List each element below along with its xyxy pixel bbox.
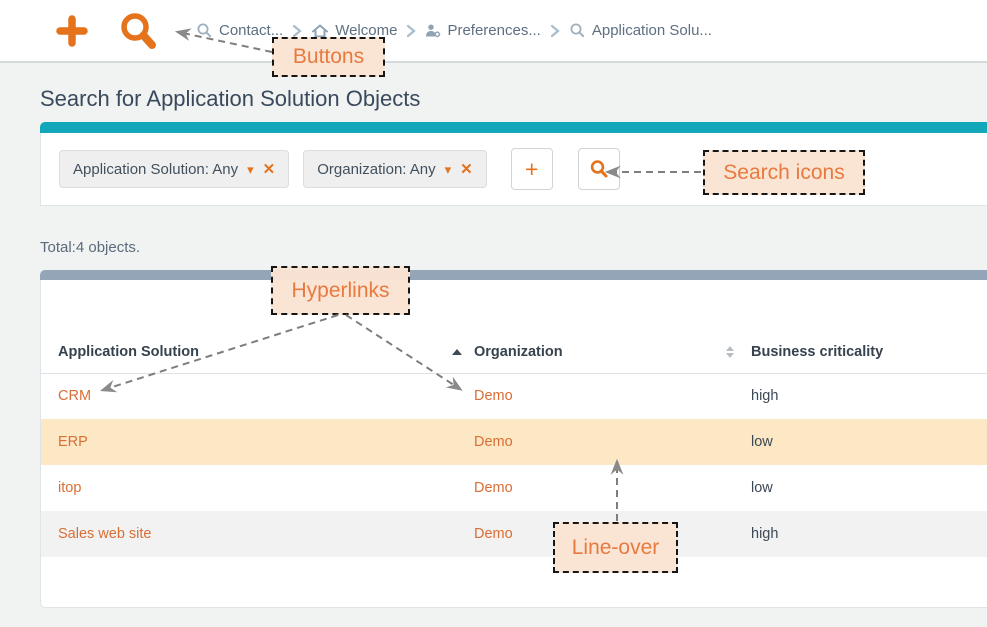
remove-filter-icon[interactable]: ✕	[262, 160, 276, 178]
table-row[interactable]: Sales web site Demo high	[41, 511, 987, 557]
application-solution-link[interactable]: CRM	[58, 388, 92, 405]
chevron-right-icon	[406, 24, 417, 38]
filter-chip-label: Organization: Any	[317, 160, 436, 178]
search-icon	[197, 23, 212, 38]
panel-accent-bar	[40, 122, 987, 133]
plus-icon: +	[525, 155, 539, 182]
breadcrumb-label: Application Solu...	[591, 22, 712, 39]
business-criticality-value: low	[751, 480, 773, 496]
organization-link[interactable]: Demo	[474, 388, 513, 405]
breadcrumb-label: Preferences...	[447, 22, 541, 39]
annotation-search-icons: Search icons	[703, 150, 865, 195]
panel-top-bar	[40, 270, 987, 280]
table-row[interactable]: itop Demo low	[41, 465, 987, 511]
column-header-organization[interactable]: Organization	[417, 280, 694, 374]
sort-ascending-icon[interactable]	[452, 348, 462, 355]
chevron-down-icon[interactable]: ▾	[444, 161, 452, 177]
home-icon	[312, 24, 329, 37]
column-header-business-criticality[interactable]: Business criticality	[694, 280, 987, 374]
business-criticality-value: high	[751, 526, 779, 542]
new-object-button[interactable]	[56, 15, 88, 52]
plus-icon	[56, 15, 88, 47]
column-header-label: Organization	[474, 343, 563, 360]
business-criticality-value: low	[751, 434, 773, 450]
annotation-line-over: Line-over	[553, 522, 678, 573]
chevron-right-icon	[292, 24, 302, 38]
add-criterion-button[interactable]: +	[510, 148, 553, 190]
application-solution-link[interactable]: ERP	[58, 434, 88, 450]
global-search-button[interactable]	[117, 10, 159, 57]
search-icon	[590, 160, 608, 178]
table-row[interactable]: CRM Demo high	[41, 373, 987, 419]
breadcrumb-item-preferences[interactable]: Preferences...	[425, 22, 541, 39]
sort-icon[interactable]	[726, 345, 734, 358]
search-icon	[570, 23, 585, 38]
breadcrumb-item-contact[interactable]: Contact...	[196, 22, 283, 39]
user-gear-icon	[426, 24, 441, 38]
page-title: Search for Application Solution Objects	[40, 86, 421, 111]
column-header-label: Application Solution	[58, 343, 199, 360]
application-solution-link[interactable]: Sales web site	[58, 526, 152, 542]
breadcrumb-item-welcome[interactable]: Welcome	[311, 22, 397, 39]
results-table: Application Solution Organization Bus	[41, 280, 987, 557]
filter-chip-application-solution[interactable]: Application Solution: Any ▾ ✕	[59, 150, 290, 188]
breadcrumb-item-application-solution[interactable]: Application Solu...	[569, 22, 712, 39]
column-header-label: Business criticality	[751, 343, 884, 360]
chevron-right-icon	[550, 24, 560, 38]
results-panel: Application Solution Organization Bus	[40, 270, 987, 608]
organization-link[interactable]: Demo	[474, 526, 513, 542]
application-solution-link[interactable]: itop	[58, 480, 82, 496]
annotation-buttons: Buttons	[272, 37, 385, 77]
breadcrumb-label: Welcome	[335, 22, 398, 39]
filter-chip-label: Application Solution: Any	[73, 160, 239, 178]
top-toolbar: Contact... Welcome	[0, 0, 987, 63]
chevron-down-icon[interactable]: ▾	[247, 161, 254, 177]
organization-link[interactable]: Demo	[474, 480, 513, 496]
result-count: Total:4 objects.	[40, 239, 141, 256]
table-header-row: Application Solution Organization Bus	[41, 280, 987, 374]
results-table-container: Application Solution Organization Bus	[40, 280, 987, 608]
annotation-hyperlinks: Hyperlinks	[271, 266, 410, 315]
organization-link[interactable]: Demo	[474, 434, 513, 450]
filter-chip-organization[interactable]: Organization: Any ▾ ✕	[303, 150, 487, 188]
remove-filter-icon[interactable]: ✕	[460, 160, 473, 178]
search-icon	[121, 13, 156, 49]
run-search-button[interactable]	[577, 148, 620, 190]
business-criticality-value: high	[751, 388, 779, 405]
table-row[interactable]: ERP Demo low	[41, 419, 987, 465]
